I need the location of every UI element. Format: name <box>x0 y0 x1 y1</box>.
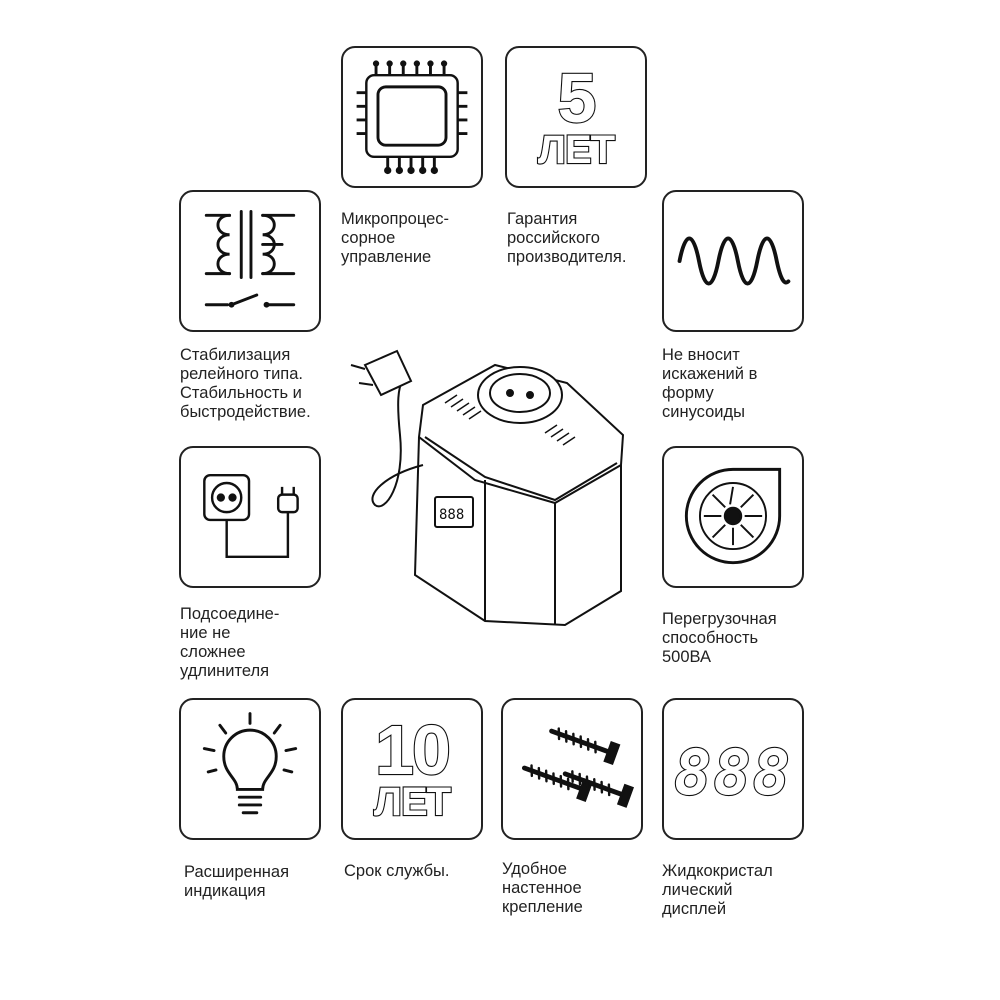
caption-indication: Расширенная индикация <box>184 863 290 900</box>
caption-connection: Подсоедине- ние не сложнее удлинителя <box>180 605 280 680</box>
screws-icon <box>521 727 635 808</box>
socket-plug-icon <box>203 473 299 559</box>
caption-display: Жидкокристал лический дисплей <box>662 862 773 918</box>
warranty-years-unit: ЛЕТ <box>537 127 616 173</box>
feature-tile-warranty: 5 ЛЕТ <box>505 46 647 188</box>
feature-tile-lifetime: 10 ЛЕТ <box>341 698 483 840</box>
lifetime-years-number: 10 <box>374 710 452 790</box>
feature-tile-relay <box>179 190 321 332</box>
caption-microprocessor: Микропроцес- сорное управление <box>341 210 450 266</box>
transformer-relay-icon <box>204 209 296 308</box>
fan-icon <box>684 467 782 565</box>
feature-tile-indication <box>179 698 321 840</box>
sine-wave-icon <box>677 236 791 286</box>
caption-sine: Не вносит искажений в форму синусоиды <box>662 346 758 421</box>
caption-warranty: Гарантия российского производителя. <box>507 210 627 266</box>
caption-mounting: Удобное настенное крепление <box>502 860 583 916</box>
display-digits: 888 <box>673 735 792 810</box>
svg-text:888: 888 <box>439 507 464 523</box>
feature-tile-mounting <box>501 698 643 840</box>
light-bulb-icon <box>202 712 298 815</box>
voltage-stabilizer-icon: 888 <box>350 349 625 627</box>
microchip-icon <box>356 60 468 175</box>
warranty-years-number: 5 <box>556 58 597 138</box>
feature-tile-sine <box>662 190 804 332</box>
caption-overload: Перегрузочная способность 500ВА <box>662 610 777 666</box>
lifetime-years-unit: ЛЕТ <box>373 779 452 825</box>
caption-relay: Стабилизация релейного типа. Стабильност… <box>180 346 311 421</box>
feature-tile-overload <box>662 446 804 588</box>
feature-tile-connection <box>179 446 321 588</box>
caption-lifetime: Срок службы. <box>344 862 450 880</box>
feature-tile-microprocessor <box>341 46 483 188</box>
feature-tile-display: 888 <box>662 698 804 840</box>
